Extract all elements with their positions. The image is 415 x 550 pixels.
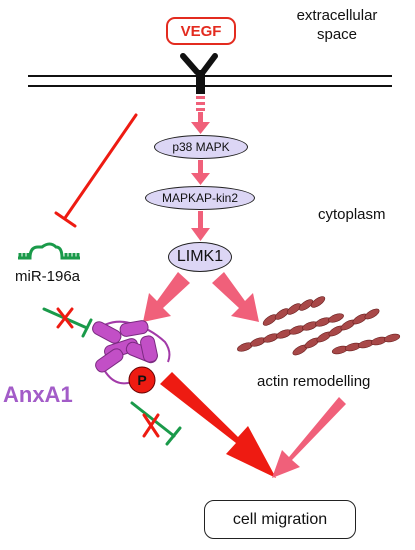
inhibition-anxa1-downstream (130, 401, 182, 446)
mir196a-label: miR-196a (15, 268, 81, 285)
actin-remodelling-label: actin remodelling (257, 373, 371, 390)
node-limk1: LIMK1 (168, 242, 232, 272)
inhibition-vegf-to-mir196a (54, 113, 138, 228)
arrow-limk1-to-anxa1 (143, 272, 190, 322)
extracellular-label-line2: space (316, 26, 358, 43)
receptor-signal-dashes (196, 96, 205, 111)
arrow-p38-to-mapkap (191, 160, 210, 185)
arrow-actin-to-cell-migration (272, 397, 346, 478)
node-mapkap-kin2: MAPKAP-kin2 (145, 186, 255, 210)
phospho-label: P (137, 372, 147, 388)
node-limk1-label: LIMK1 (176, 248, 224, 265)
arrow-mapkap-to-limk1 (191, 211, 210, 241)
arrow-anxa1-to-cell-migration (160, 372, 276, 478)
vegf-ligand-box: VEGF (166, 17, 236, 45)
node-p38-mapk: p38 MAPK (154, 135, 248, 159)
arrow-limk1-to-actin (212, 272, 259, 322)
anxa1-protein-icon (92, 320, 171, 385)
node-mapkap-kin2-label: MAPKAP-kin2 (161, 191, 239, 205)
arrow-receptor-to-p38 (191, 112, 210, 134)
cell-migration-box: cell migration (204, 500, 356, 539)
extracellular-label-line1: extracellular (296, 7, 378, 24)
extracellular-space-label: extracellular space (287, 6, 387, 44)
vegf-receptor-icon (180, 53, 218, 94)
node-p38-mapk-label: p38 MAPK (172, 140, 230, 154)
cell-migration-label: cell migration (232, 510, 328, 528)
vegf-label: VEGF (180, 22, 222, 40)
cross-mark-icon (56, 307, 74, 329)
cytoplasm-label: cytoplasm (318, 206, 386, 223)
cross-mark-icon (142, 413, 160, 438)
actin-filament-icon (237, 296, 401, 356)
mir196a-hairpin-icon (18, 242, 80, 260)
phosphate-circle (128, 366, 156, 394)
anxa1-label: AnxA1 (3, 382, 73, 407)
